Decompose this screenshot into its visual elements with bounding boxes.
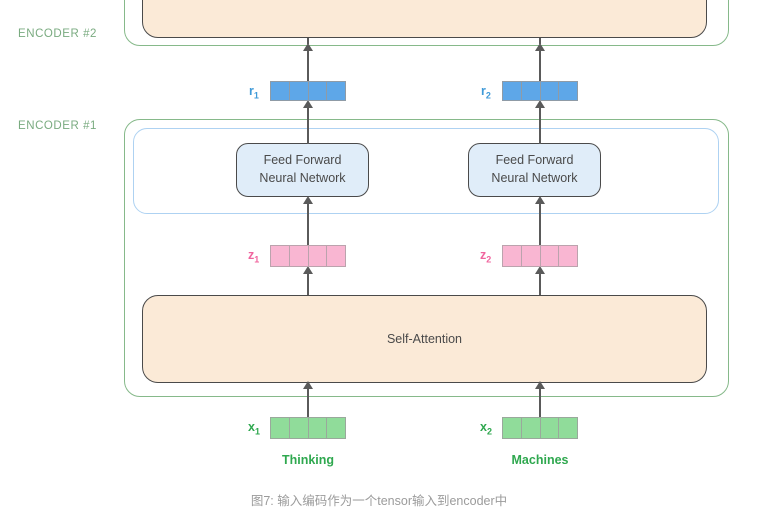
ffn-1-label-line-1: Feed Forward xyxy=(263,153,342,168)
vector-label-r1: r1 xyxy=(249,84,259,101)
vector-cell xyxy=(270,417,290,439)
feed-forward-sublayer-container xyxy=(133,128,719,214)
vector-label-x1-base: x xyxy=(248,420,255,434)
vector-label-z1-sub: 1 xyxy=(254,254,260,265)
input-word-label-thinking: Thinking xyxy=(281,453,335,467)
vector-x1 xyxy=(270,417,346,439)
vector-cell xyxy=(288,245,309,267)
vector-cell xyxy=(270,81,290,101)
arrowhead-selfattention-to-z2 xyxy=(535,266,545,274)
vector-label-r1-base: r xyxy=(249,84,254,98)
vector-cell xyxy=(502,81,522,101)
ffn-1-label-line-2: Neural Network xyxy=(259,171,346,185)
ffn-2-label-line-1: Feed Forward xyxy=(495,153,574,168)
vector-x2 xyxy=(502,417,578,439)
vector-cell xyxy=(326,417,346,439)
vector-cell xyxy=(558,245,578,267)
vector-r1 xyxy=(270,81,346,101)
self-attention-box: Self-Attention xyxy=(142,295,707,383)
figure-caption: 图7: 输入编码作为一个tensor输入到encoder中 xyxy=(250,494,508,508)
connector-x1-to-selfattention xyxy=(307,386,309,417)
encoder-2-self-attention-box xyxy=(142,0,707,38)
vector-label-x2-base: x xyxy=(480,420,487,434)
vector-cell xyxy=(288,81,309,101)
vector-label-z1: z1 xyxy=(248,248,259,265)
vector-label-z2: z2 xyxy=(480,248,491,265)
vector-cell xyxy=(288,417,309,439)
vector-label-r1-sub: 1 xyxy=(253,90,259,101)
connector-ffn2-to-r2 xyxy=(539,104,541,144)
input-word-label-machines: Machines xyxy=(511,453,569,467)
vector-cell xyxy=(539,245,560,267)
vector-cell xyxy=(520,245,541,267)
connector-selfattention-to-z2 xyxy=(539,270,541,295)
arrowhead-ffn2-to-r2 xyxy=(535,100,545,108)
vector-label-r2-base: r xyxy=(481,84,486,98)
vector-label-x2: x2 xyxy=(480,420,492,437)
vector-label-x1-sub: 1 xyxy=(254,426,260,437)
vector-cell xyxy=(558,81,578,101)
vector-cell xyxy=(502,245,522,267)
arrowhead-x1-to-selfattention xyxy=(303,381,313,389)
arrowhead-ffn1-to-r1 xyxy=(303,100,313,108)
vector-cell xyxy=(307,245,328,267)
vector-z2 xyxy=(502,245,578,267)
vector-label-r2-sub: 2 xyxy=(485,90,491,101)
vector-label-z2-base: z xyxy=(480,248,487,262)
connector-r2-up xyxy=(539,47,541,81)
vector-cell xyxy=(307,417,328,439)
vector-label-r2: r2 xyxy=(481,84,491,101)
vector-cell xyxy=(326,245,346,267)
arrowhead-r1-up xyxy=(303,43,313,51)
connector-r1-up xyxy=(307,47,309,81)
vector-cell xyxy=(539,81,560,101)
vector-cell xyxy=(307,81,328,101)
vector-cell xyxy=(502,417,522,439)
encoder-1-label: ENCODER #1 xyxy=(18,120,97,132)
vector-cell xyxy=(520,417,541,439)
vector-label-z2-sub: 2 xyxy=(486,254,492,265)
connector-ffn1-to-r1 xyxy=(307,104,309,144)
feed-forward-network-box-2: Feed Forward Neural Network xyxy=(468,143,601,197)
vector-cell xyxy=(520,81,541,101)
vector-cell xyxy=(270,245,290,267)
arrowhead-z2-to-ffn2 xyxy=(535,196,545,204)
connector-x2-to-selfattention xyxy=(539,386,541,417)
arrowhead-x2-to-selfattention xyxy=(535,381,545,389)
encoder-2-container xyxy=(124,0,729,46)
connector-z1-to-ffn1 xyxy=(307,200,309,245)
vector-cell xyxy=(539,417,560,439)
arrowhead-r2-up xyxy=(535,43,545,51)
feed-forward-network-box-1: Feed Forward Neural Network xyxy=(236,143,369,197)
ffn-2-label-line-2: Neural Network xyxy=(491,171,578,185)
connector-r1-into-encoder2 xyxy=(307,38,309,44)
vector-label-z1-base: z xyxy=(248,248,255,262)
connector-r2-into-encoder2 xyxy=(539,38,541,44)
vector-cell xyxy=(326,81,346,101)
arrowhead-z1-to-ffn1 xyxy=(303,196,313,204)
connector-selfattention-to-z1 xyxy=(307,270,309,295)
connector-z2-to-ffn2 xyxy=(539,200,541,245)
vector-r2 xyxy=(502,81,578,101)
vector-label-x2-sub: 2 xyxy=(486,426,492,437)
self-attention-label: Self-Attention xyxy=(386,332,463,346)
encoder-1-container xyxy=(124,119,729,397)
vector-label-x1: x1 xyxy=(248,420,260,437)
arrowhead-selfattention-to-z1 xyxy=(303,266,313,274)
encoder-2-label: ENCODER #2 xyxy=(18,28,97,40)
vector-cell xyxy=(558,417,578,439)
vector-z1 xyxy=(270,245,346,267)
